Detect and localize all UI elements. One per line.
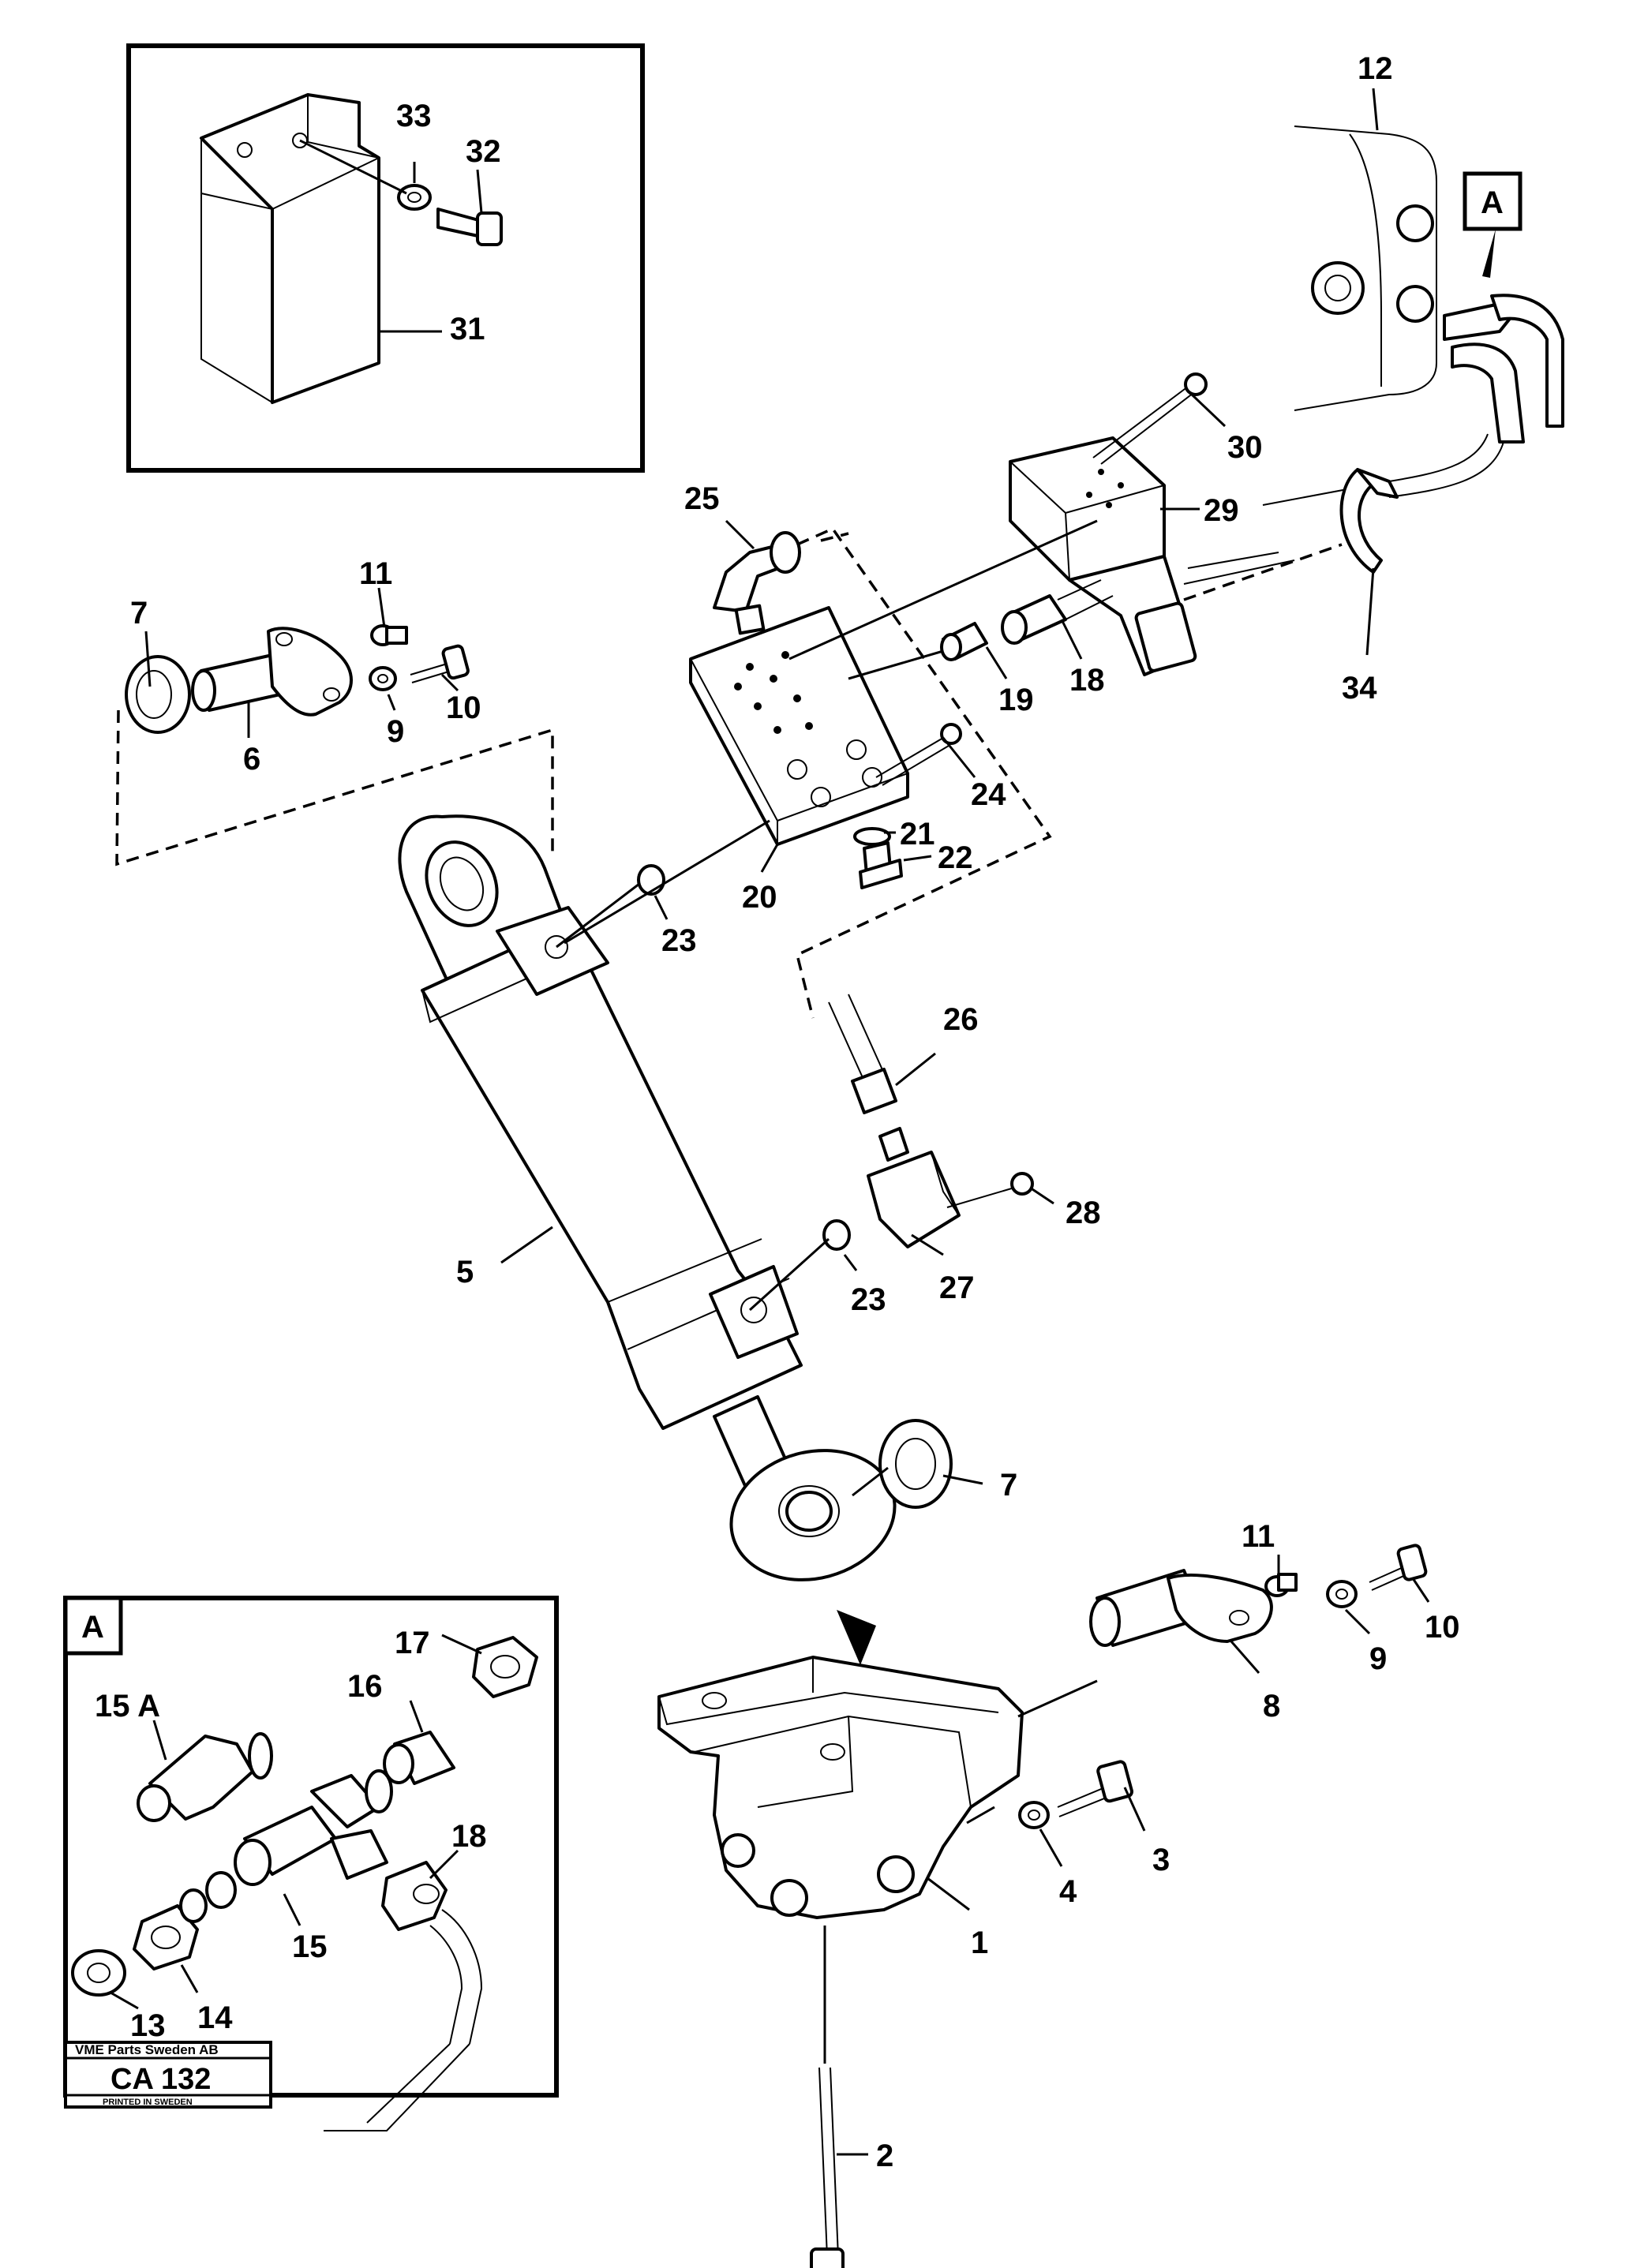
grease-nipple-part-11-bottom [1264, 1573, 1298, 1597]
washer-part-4 [1018, 1801, 1050, 1829]
hose-part-26 [828, 994, 897, 1114]
callout-20: 20 [742, 880, 777, 915]
bolt-part-10-top [410, 644, 470, 683]
union-part-16 [383, 1731, 455, 1785]
callout-18-inset: 18 [451, 1819, 487, 1854]
seal-part-7-bottom [878, 1419, 953, 1509]
callout-29: 29 [1204, 493, 1239, 528]
guard-part-31 [200, 93, 380, 404]
fitting-part-19 [940, 622, 988, 661]
inset-detail-a-frame [63, 1596, 559, 2098]
o-ring-part-23-top [637, 864, 665, 896]
detail-mark-inset-label: A [81, 1610, 104, 1645]
callout-8: 8 [1263, 1689, 1280, 1723]
bolt-part-32 [436, 208, 503, 246]
callout-32: 32 [466, 134, 501, 169]
callout-23-top: 23 [661, 923, 697, 958]
callout-10-top: 10 [446, 691, 481, 725]
seal-part-13 [71, 1949, 126, 1997]
callout-18-top: 18 [1069, 663, 1105, 698]
callout-2: 2 [876, 2139, 893, 2173]
valve-part-29 [1009, 436, 1343, 676]
detail-marker-top [1463, 171, 1523, 231]
callout-31: 31 [450, 312, 485, 346]
callout-13: 13 [130, 2008, 166, 2043]
elbow-fitting-part-25 [713, 531, 801, 635]
callout-16: 16 [347, 1669, 383, 1704]
callout-22: 22 [938, 840, 973, 875]
callout-28: 28 [1066, 1196, 1101, 1230]
hose-part-18-inset [324, 1861, 483, 2131]
callout-9-top: 9 [387, 714, 404, 749]
bolt-part-24 [875, 723, 962, 786]
callout-24: 24 [971, 777, 1006, 812]
bracket-part-1 [657, 1610, 1024, 1919]
callout-10-bottom: 10 [1425, 1610, 1460, 1645]
callout-23-bottom: 23 [851, 1282, 886, 1317]
washer-part-21 [853, 827, 891, 846]
valve-block-part-20 [689, 606, 909, 846]
title-block [64, 2041, 272, 2109]
washer-part-9-bottom [1326, 1580, 1358, 1608]
pin-part-6 [191, 627, 353, 717]
washer-part-9-top [369, 666, 397, 691]
bolt-part-22 [859, 841, 903, 889]
callout-25: 25 [684, 481, 720, 516]
tee-part-15 [234, 1769, 393, 1886]
pin-part-8 [1089, 1569, 1273, 1647]
title-company: VME Parts Sweden AB [75, 2042, 219, 2057]
callout-21: 21 [900, 817, 935, 851]
bolt-part-10-bottom [1369, 1544, 1428, 1591]
callout-6: 6 [243, 742, 260, 777]
detail-marker-inset [63, 1596, 123, 1656]
bolt-part-2 [810, 2067, 845, 2268]
housing-part-12 [1262, 125, 1564, 506]
callout-26: 26 [943, 1002, 979, 1037]
title-printed: PRINTED IN SWEDEN [103, 2098, 193, 2107]
bolt-part-3 [1057, 1760, 1133, 1817]
detail-mark-top-label: A [1481, 185, 1504, 220]
callout-15: 15 [292, 1929, 328, 1964]
bolt-part-30 [1092, 372, 1208, 465]
bracket-part-34 [1339, 468, 1399, 574]
callout-9-bottom: 9 [1369, 1641, 1387, 1676]
callout-19: 19 [998, 683, 1034, 717]
cylinder-part-5 [398, 814, 897, 1581]
washers-part-14 [179, 1871, 237, 1923]
seal-part-7-top [125, 655, 191, 734]
nut-part-17 [472, 1636, 538, 1698]
callout-4: 4 [1059, 1874, 1077, 1909]
callout-3: 3 [1152, 1843, 1170, 1877]
callout-17: 17 [395, 1626, 430, 1660]
callout-34: 34 [1342, 671, 1377, 705]
callout-7-top: 7 [130, 596, 148, 631]
hose-fitting-part-18-top [1001, 579, 1114, 645]
elbow-part-15a [137, 1732, 273, 1822]
callout-15a: 15 A [95, 1689, 160, 1723]
callout-14: 14 [197, 2000, 233, 2035]
callout-1: 1 [971, 1926, 988, 1960]
o-ring-part-23-bottom [822, 1219, 851, 1251]
fitting-part-27 [867, 1127, 961, 1248]
inset-guard-frame [126, 43, 645, 473]
callout-27: 27 [939, 1271, 975, 1305]
callout-12: 12 [1358, 51, 1393, 86]
screw-part-28 [946, 1172, 1034, 1208]
callout-5: 5 [456, 1255, 474, 1289]
grease-nipple-part-11-top [370, 624, 408, 646]
washer-part-33 [397, 184, 432, 211]
nut-part-14 [133, 1904, 199, 1970]
callout-11-top: 11 [359, 556, 392, 591]
callout-11-bottom: 11 [1242, 1519, 1275, 1554]
title-code: CA 132 [110, 2063, 211, 2096]
callout-7-bottom: 7 [1000, 1468, 1017, 1503]
callout-30: 30 [1227, 430, 1263, 465]
callout-33: 33 [396, 99, 432, 133]
